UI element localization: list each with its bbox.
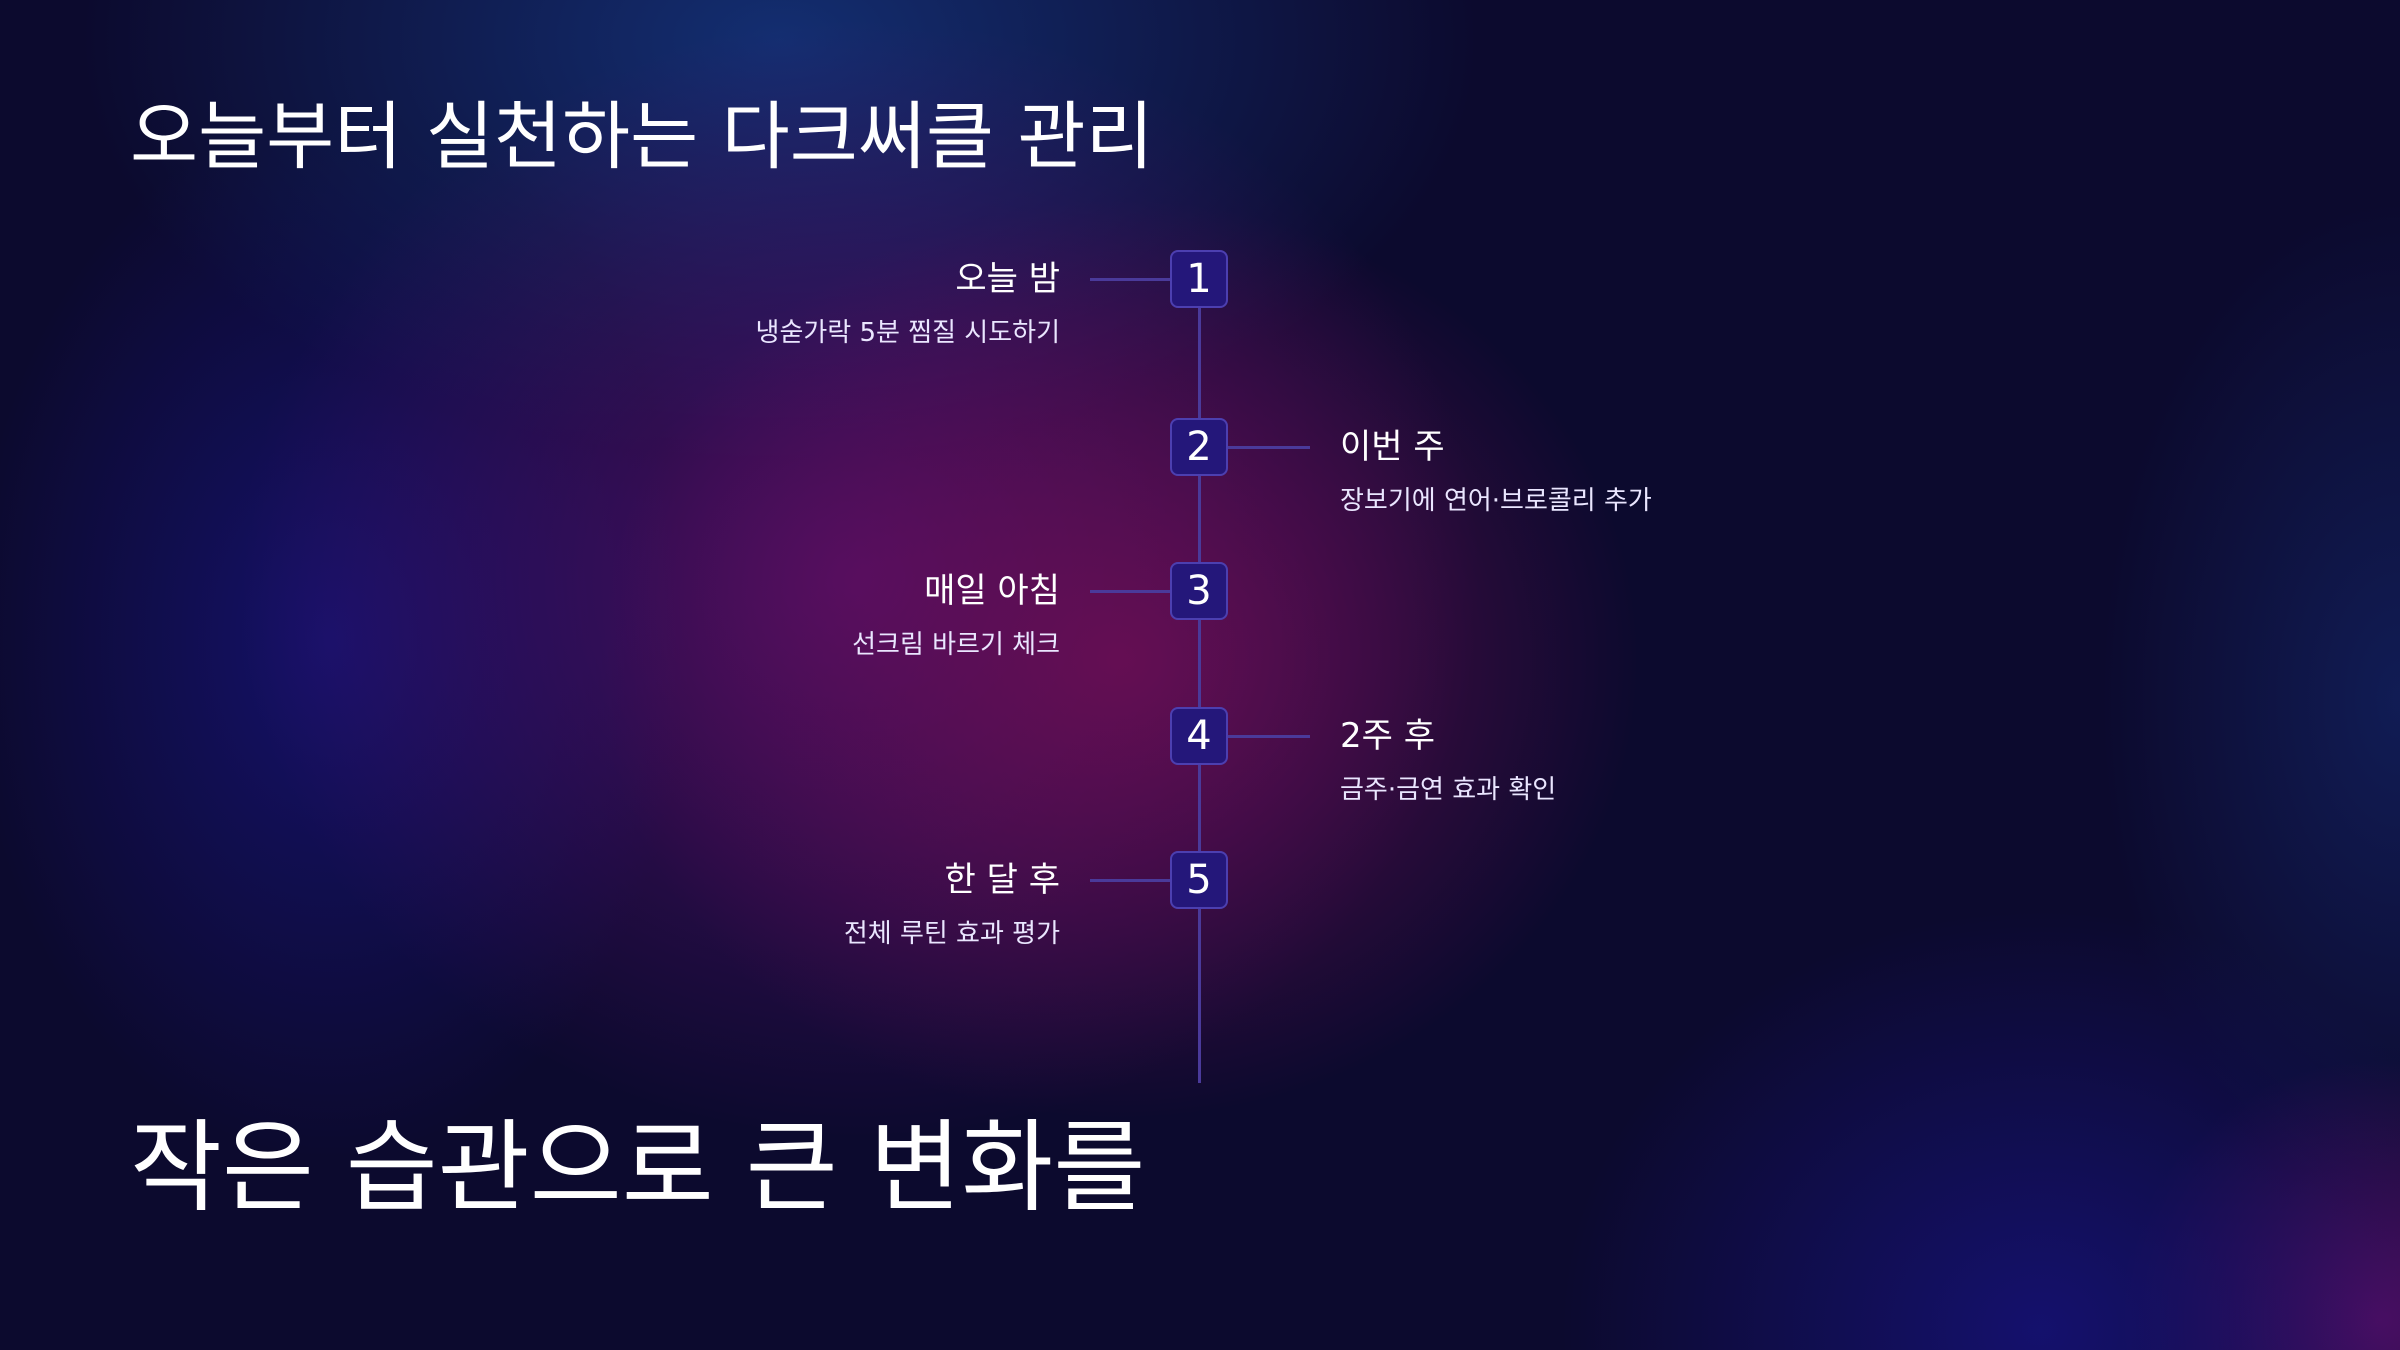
timeline-connector-5 xyxy=(1090,879,1172,882)
timeline-connector-3 xyxy=(1090,590,1172,593)
timeline-connector-1 xyxy=(1090,278,1172,281)
step-2-description: 장보기에 연어·브로콜리 추가 xyxy=(1340,486,1652,516)
step-2-label: 이번 주 장보기에 연어·브로콜리 추가 xyxy=(1340,430,1652,514)
step-1-description: 냉숟가락 5분 찜질 시도하기 xyxy=(755,318,1060,348)
timeline-connector-2 xyxy=(1228,446,1310,449)
slide-title: 오늘부터 실천하는 다크써클 관리 xyxy=(130,94,1154,180)
step-4-label: 2주 후 금주·금연 효과 확인 xyxy=(1340,719,1556,803)
timeline-axis xyxy=(1198,278,1201,1083)
step-5-description: 전체 루틴 효과 평가 xyxy=(843,919,1060,949)
step-number-badge-4: 4 xyxy=(1170,707,1228,765)
step-1-heading: 오늘 밤 xyxy=(955,259,1060,299)
step-2-heading: 이번 주 xyxy=(1340,427,1445,467)
step-number-badge-2: 2 xyxy=(1170,418,1228,476)
timeline-connector-4 xyxy=(1228,735,1310,738)
step-5-heading: 한 달 후 xyxy=(944,860,1060,900)
step-3-label: 매일 아침 선크림 바르기 체크 xyxy=(852,574,1060,658)
step-4-heading: 2주 후 xyxy=(1340,716,1435,756)
step-number-badge-1: 1 xyxy=(1170,250,1228,308)
step-1-label: 오늘 밤 냉숟가락 5분 찜질 시도하기 xyxy=(756,262,1060,346)
slide-footer-tagline: 작은 습관으로 큰 변화를 xyxy=(130,1109,1146,1226)
step-number-badge-5: 5 xyxy=(1170,851,1228,909)
step-number-badge-3: 3 xyxy=(1170,562,1228,620)
step-4-description: 금주·금연 효과 확인 xyxy=(1340,775,1557,805)
step-5-label: 한 달 후 전체 루틴 효과 평가 xyxy=(844,863,1060,947)
step-3-description: 선크림 바르기 체크 xyxy=(852,630,1060,660)
step-3-heading: 매일 아침 xyxy=(924,571,1060,611)
